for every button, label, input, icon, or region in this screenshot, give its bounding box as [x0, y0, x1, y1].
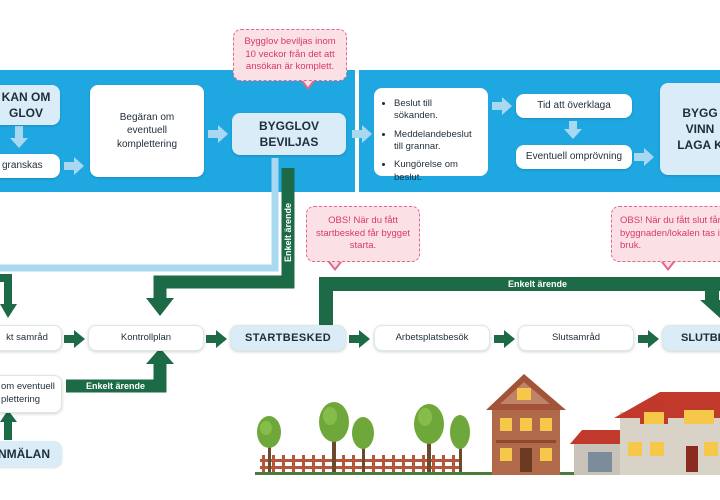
ground — [255, 472, 720, 475]
granskas-box: granskas — [0, 154, 60, 178]
ansokan-line-1: KAN OM — [1, 89, 51, 104]
arbetsplatsbesok-label: Arbetsplatsbesök — [395, 331, 469, 343]
anmalan-label: NMÄLAN — [0, 446, 50, 461]
beslut-list-item: Meddelandebeslut till grannar. — [394, 129, 478, 154]
arrow-down-icon — [146, 298, 174, 316]
tree-illustration — [414, 404, 444, 472]
arrow-down-icon — [10, 126, 28, 148]
arrow-down-icon — [700, 300, 720, 318]
bygglov-line-1: BYGGLOV — [258, 118, 319, 133]
tree-illustration — [450, 415, 470, 472]
arrow-right-icon — [352, 125, 372, 143]
tree-illustration — [257, 416, 281, 472]
vinner-line-2: VINN — [685, 121, 715, 136]
begaran-line-3: komplettering — [116, 138, 178, 150]
begaran-line-2: eventuell — [126, 125, 168, 137]
vinner-line-1: BYGG — [682, 105, 718, 120]
arrow-right-icon — [634, 148, 654, 166]
kontrollplan-box: Kontrollplan — [88, 325, 204, 351]
arrow-right-icon — [64, 330, 85, 348]
bygglov-note-text: Bygglov beviljas inom 10 veckor från det… — [244, 35, 336, 73]
arrow-right-icon — [64, 157, 84, 175]
eventuell-omprovning-box: Eventuell omprövning — [516, 145, 632, 169]
arrow-right-icon — [208, 125, 228, 143]
arrow-up-icon — [146, 348, 174, 364]
arrow-right-icon — [492, 97, 512, 115]
connector-line — [319, 277, 720, 325]
bygglov-vinner-laga-kraft-box: BYGG VINN LAGA K — [660, 83, 720, 175]
slutsamrad-label: Slutsamråd — [551, 331, 601, 343]
bygglov-note: Bygglov beviljas inom 10 veckor från det… — [233, 29, 347, 81]
connector-line — [153, 168, 295, 300]
komplettering-box: om eventuell plettering — [0, 375, 62, 413]
komplettering-line-1: om eventuell — [1, 381, 55, 393]
arrow-right-icon — [494, 330, 515, 348]
startbesked-note-text: OBS! När du fått startbesked får bygget … — [316, 214, 410, 252]
beslut-list-item: Kungörelse om beslut. — [394, 159, 478, 184]
bygglov-line-2: BEVILJAS — [259, 135, 319, 149]
connector-line — [0, 274, 12, 306]
bygglov-beviljas-box: BYGGLOV BEVILJAS — [232, 113, 346, 155]
fence-illustration — [260, 455, 460, 472]
enkelt-arende-bottom-label: Enkelt ärende — [86, 381, 146, 391]
slutbesked-box: SLUTBE — [662, 325, 720, 351]
omprovning-label: Eventuell omprövning — [525, 151, 623, 163]
ansokan-om-bygglov-box: KAN OM GLOV — [0, 85, 60, 125]
startbesked-label: STARTBESKED — [244, 331, 332, 344]
slutbesked-note-text: OBS! När du fått slut får byggnaden/loka… — [620, 214, 720, 252]
granskas-label: granskas — [2, 160, 43, 172]
beslut-list: Beslut till sökanden. Meddelandebeslut t… — [382, 98, 478, 184]
beslut-list-box: Beslut till sökanden. Meddelandebeslut t… — [374, 88, 488, 183]
vinner-line-3: LAGA K — [677, 138, 720, 153]
beslut-list-item: Beslut till sökanden. — [394, 98, 478, 123]
connector-line — [0, 158, 279, 272]
komplettering-line-2: plettering — [1, 394, 41, 405]
arrow-up-icon — [0, 410, 17, 422]
slutbesked-note: OBS! När du fått slut får byggnaden/loka… — [611, 206, 720, 262]
ansokan-line-2: GLOV — [8, 106, 43, 120]
enkelt-arende-top-label: Enkelt ärende — [508, 279, 568, 289]
arbetsplatsbesok-box: Arbetsplatsbesök — [374, 325, 490, 351]
samrad-box: kt samråd — [0, 325, 62, 351]
begaran-komplettering-box: Begäran om eventuell komplettering — [90, 85, 204, 177]
connector-line — [66, 360, 167, 393]
kontrollplan-label: Kontrollplan — [120, 331, 172, 343]
begaran-line-1: Begäran om — [119, 111, 175, 123]
house-illustration — [486, 374, 566, 475]
slutsamrad-box: Slutsamråd — [518, 325, 634, 351]
startbesked-box: STARTBESKED — [230, 325, 346, 351]
tid-label: Tid att överklaga — [537, 100, 611, 112]
enkelt-arende-vertical-label: Enkelt ärende — [283, 202, 293, 262]
arrow-down-icon — [0, 304, 17, 318]
tree-illustration — [352, 417, 374, 472]
tid-att-overklaga-box: Tid att överklaga — [516, 94, 632, 118]
slutbesked-label: SLUTBE — [681, 331, 720, 344]
arrow-down-icon — [564, 121, 582, 139]
anmalan-box: NMÄLAN — [0, 441, 62, 467]
arrow-right-icon — [206, 330, 227, 348]
samrad-label: kt samråd — [6, 331, 48, 343]
arrow-right-icon — [349, 330, 370, 348]
arrow-right-icon — [638, 330, 659, 348]
startbesked-note: OBS! När du fått startbesked får bygget … — [306, 206, 420, 262]
tree-illustration — [319, 402, 349, 472]
house-illustration — [570, 392, 720, 475]
